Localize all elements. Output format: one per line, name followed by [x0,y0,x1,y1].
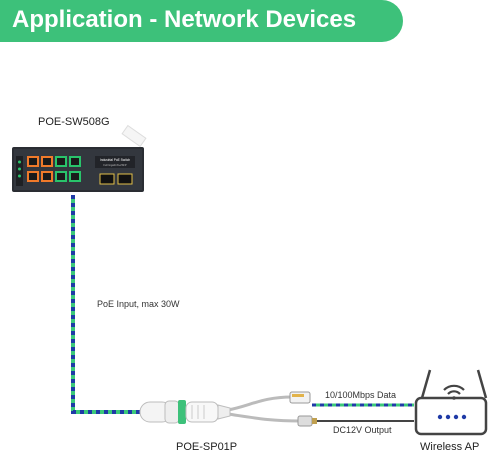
switch-port-row-bottom [27,171,81,182]
power-cable-label: DC12V Output [333,425,392,435]
data-cable-label: 10/100Mbps Data [325,390,397,400]
switch-plate-line2: Full Gigabit 8+2SFP [103,163,127,167]
wireless-ap-device [414,369,488,436]
switch-plate-line1: Industrial PoE Switch [100,158,130,162]
splitter-model-label: POE-SP01P [176,441,238,453]
dc-power-cable [227,412,414,423]
poe-switch-device: Industrial PoE Switch Full Gigabit 8+2SF… [12,124,147,192]
title-banner: Application - Network Devices [0,0,403,42]
page-title: Application - Network Devices [12,6,357,33]
switch-port-row-top [27,156,81,167]
ap-label: Wireless AP [420,441,480,453]
switch-model-label: POE-SW508G [38,116,110,128]
poe-input-cable [71,195,150,414]
poe-input-label: PoE Input, max 30W [97,299,180,309]
wifi-icon [443,384,465,400]
rj45-connector [289,391,311,404]
poe-splitter-device [139,400,231,424]
dc-barrel-connector [297,415,317,427]
switch-sfp-ports [99,173,133,185]
